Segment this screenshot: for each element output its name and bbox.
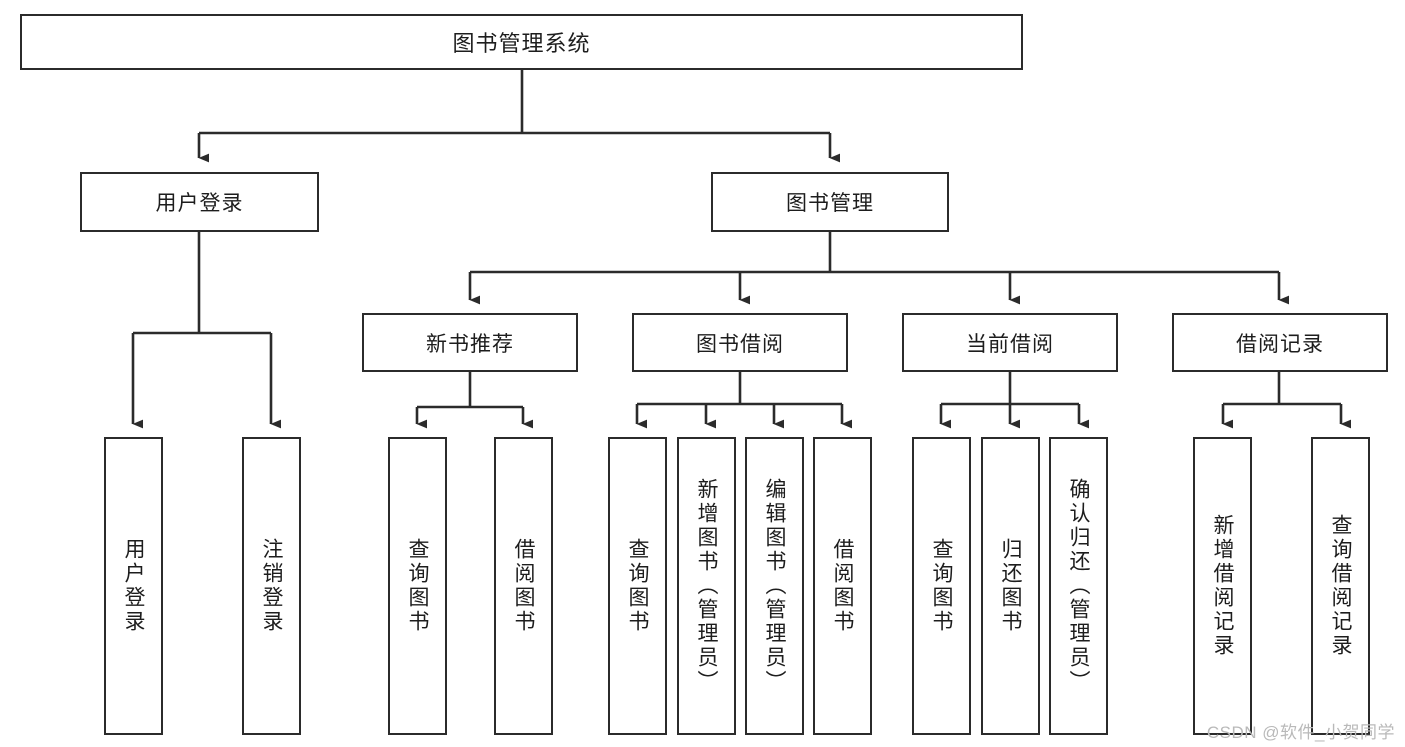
node-book-management[interactable]: 图书管理 (711, 172, 949, 232)
node-book-borrow-label: 图书借阅 (696, 332, 784, 356)
leaf-borrow-query-book[interactable]: 查询图书 (608, 437, 667, 735)
leaf-user-login-login[interactable]: 用户登录 (104, 437, 163, 735)
node-new-book-recommend[interactable]: 新书推荐 (362, 313, 578, 372)
leaf-borrow-edit-book[interactable]: 编辑图书（管理员） (745, 437, 804, 735)
node-user-login[interactable]: 用户登录 (80, 172, 319, 232)
leaf-label: 借阅图书 (512, 538, 535, 634)
leaf-label: 查询图书 (930, 538, 953, 634)
leaf-recommend-borrow-book[interactable]: 借阅图书 (494, 437, 553, 735)
watermark: CSDN @软件_小贺同学 (1206, 723, 1395, 742)
leaf-current-confirm-return[interactable]: 确认归还（管理员） (1049, 437, 1108, 735)
leaf-label: 用户登录 (122, 538, 145, 634)
leaf-record-query-record[interactable]: 查询借阅记录 (1311, 437, 1370, 735)
leaf-borrow-add-book[interactable]: 新增图书（管理员） (677, 437, 736, 735)
leaf-current-query-book[interactable]: 查询图书 (912, 437, 971, 735)
node-current-borrow[interactable]: 当前借阅 (902, 313, 1118, 372)
leaf-current-return-book[interactable]: 归还图书 (981, 437, 1040, 735)
node-borrow-record[interactable]: 借阅记录 (1172, 313, 1388, 372)
node-root[interactable]: 图书管理系统 (20, 14, 1023, 70)
node-book-borrow[interactable]: 图书借阅 (632, 313, 848, 372)
node-borrow-record-label: 借阅记录 (1236, 332, 1324, 356)
node-current-borrow-label: 当前借阅 (966, 332, 1054, 356)
leaf-label: 新增借阅记录 (1211, 514, 1234, 658)
leaf-label: 新增图书（管理员） (695, 478, 718, 694)
leaf-borrow-borrow-book[interactable]: 借阅图书 (813, 437, 872, 735)
node-new-book-recommend-label: 新书推荐 (426, 332, 514, 356)
node-book-management-label: 图书管理 (786, 192, 874, 215)
leaf-label: 查询图书 (626, 538, 649, 634)
leaf-label: 编辑图书（管理员） (763, 478, 786, 694)
leaf-label: 注销登录 (260, 538, 283, 634)
node-user-login-label: 用户登录 (155, 192, 244, 215)
leaf-user-login-logout[interactable]: 注销登录 (242, 437, 301, 735)
leaf-label: 查询借阅记录 (1329, 514, 1352, 658)
leaf-record-add-record[interactable]: 新增借阅记录 (1193, 437, 1252, 735)
node-root-label: 图书管理系统 (452, 31, 591, 56)
leaf-label: 借阅图书 (831, 538, 854, 634)
leaf-label: 归还图书 (999, 538, 1022, 634)
leaf-label: 查询图书 (406, 538, 429, 634)
leaf-recommend-query-book[interactable]: 查询图书 (388, 437, 447, 735)
leaf-label: 确认归还（管理员） (1067, 478, 1090, 694)
